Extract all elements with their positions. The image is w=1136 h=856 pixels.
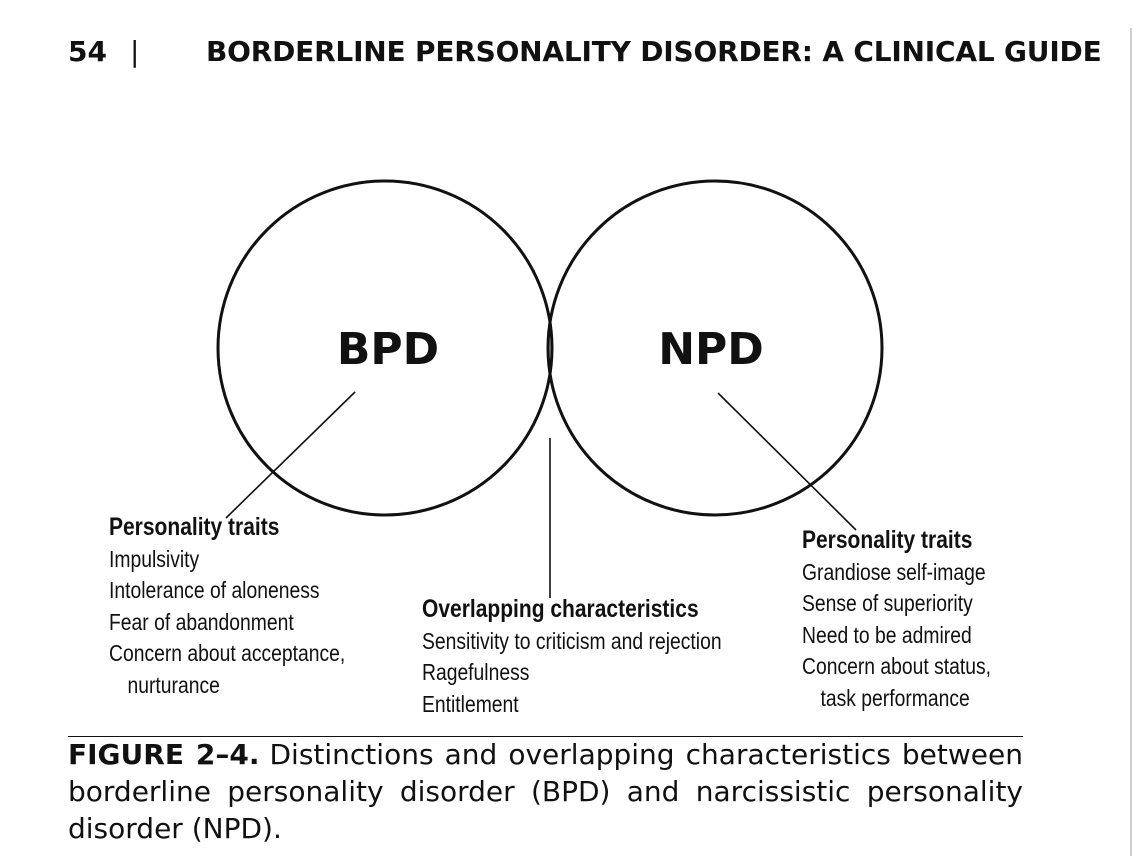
bpd-trait-item: Impulsivity bbox=[109, 545, 200, 572]
bpd-label: BPD bbox=[337, 324, 439, 375]
npd-trait-item: Concern about status, bbox=[802, 653, 992, 679]
npd-trait-item: Grandiose self-image bbox=[802, 558, 986, 585]
overlap-item: Sensitivity to criticism and rejection bbox=[422, 627, 722, 654]
header-separator: | bbox=[130, 35, 140, 68]
page-edge-rule bbox=[1130, 28, 1132, 856]
bpd-traits-heading: Personality traits bbox=[109, 513, 280, 541]
overlap-item: Ragefulness bbox=[422, 659, 530, 685]
npd-label: NPD bbox=[658, 324, 764, 375]
npd-trait-item: Sense of superiority bbox=[802, 590, 973, 616]
figure-label: FIGURE 2–4. bbox=[68, 738, 260, 771]
bpd-trait-item: nurturance bbox=[127, 671, 220, 698]
page-number: 54 bbox=[68, 35, 107, 68]
npd-trait-item: task performance bbox=[820, 684, 970, 711]
bpd-trait-item: Fear of abandonment bbox=[109, 608, 294, 635]
npd-traits-block: Personality traits Grandiose self-image … bbox=[802, 525, 991, 714]
npd-circle bbox=[546, 179, 884, 517]
npd-leader-line bbox=[717, 392, 857, 531]
overlap-item: Entitlement bbox=[422, 690, 519, 717]
overlap-heading: Overlapping characteristics bbox=[422, 595, 699, 623]
caption-text: Distinctions and overlapping characteris… bbox=[68, 738, 1023, 845]
figure-caption: FIGURE 2–4.Distinctions and overlapping … bbox=[68, 736, 1023, 847]
bpd-trait-item: Intolerance of aloneness bbox=[109, 577, 320, 603]
npd-trait-item: Need to be admired bbox=[802, 621, 972, 648]
bpd-leader-line bbox=[225, 391, 356, 519]
bpd-traits-block: Personality traits Impulsivity Intoleran… bbox=[109, 512, 345, 701]
npd-traits-heading: Personality traits bbox=[802, 526, 973, 554]
bpd-circle bbox=[216, 179, 554, 517]
overlap-block: Overlapping characteristics Sensitivity … bbox=[422, 594, 722, 720]
book-title: BORDERLINE PERSONALITY DISORDER: A CLINI… bbox=[206, 35, 1102, 68]
caption-rule bbox=[68, 736, 1023, 737]
bpd-trait-item: Concern about acceptance, bbox=[109, 640, 346, 666]
